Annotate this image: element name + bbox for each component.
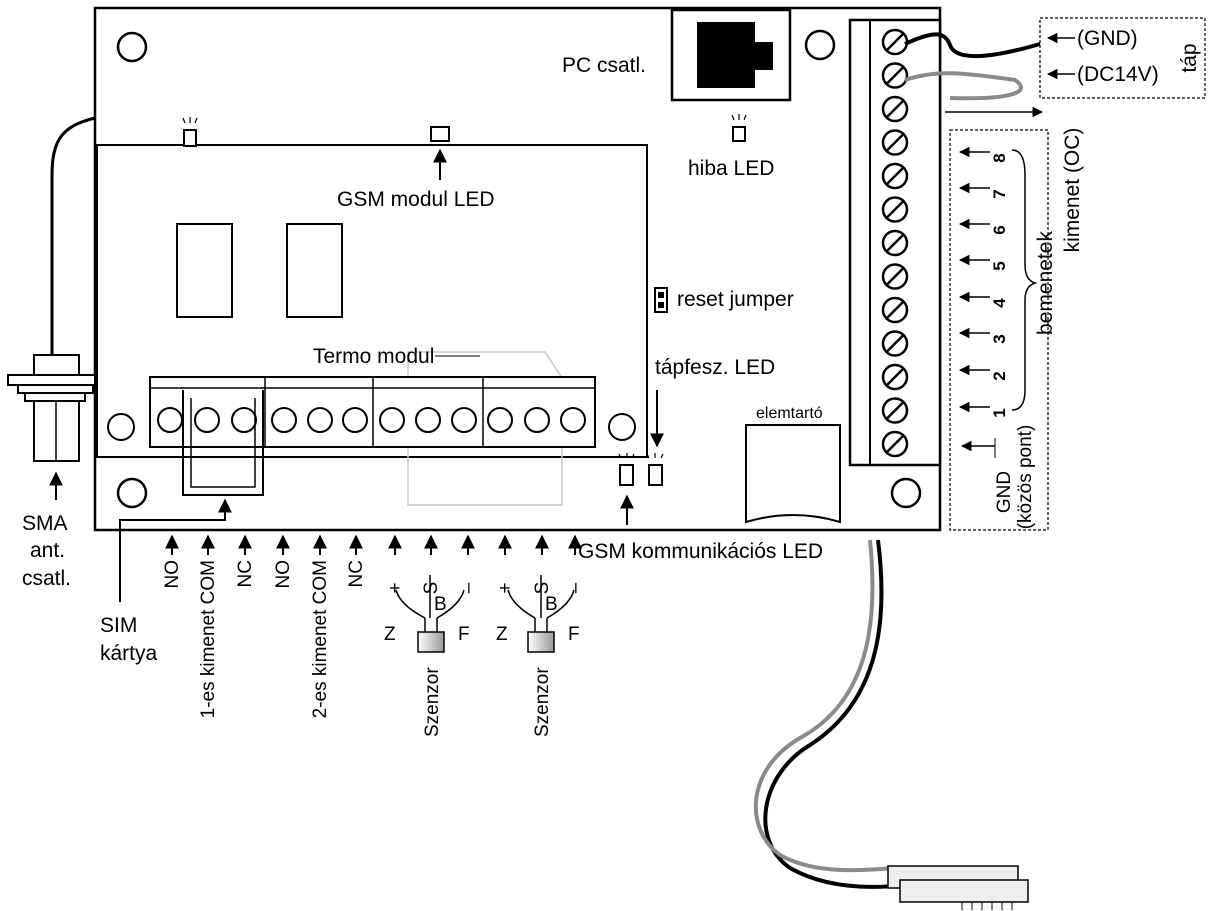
gnd-label: (GND) <box>1077 27 1138 50</box>
battery-holder <box>745 424 841 524</box>
sma-label-3: csatl. <box>22 567 71 590</box>
screw-terminal <box>881 229 909 257</box>
pin-label: – <box>565 582 586 593</box>
input-number: 7 <box>990 189 1009 198</box>
module-led <box>182 117 198 147</box>
screw-terminal <box>881 28 909 56</box>
gsm-comm-led <box>618 453 635 486</box>
screw-terminals <box>881 28 909 458</box>
sensor-2-b: B <box>545 594 558 615</box>
mounting-hole <box>608 413 636 441</box>
screw-terminal <box>881 363 909 391</box>
pin-label: – <box>458 582 479 593</box>
mounting-hole <box>804 29 836 61</box>
sma-connector <box>7 354 96 462</box>
module-component <box>286 223 343 318</box>
screw-terminal <box>881 162 909 190</box>
pc-connector-label: PC csatl. <box>562 54 646 77</box>
sensor-1 <box>395 575 465 653</box>
input-arrows: 8 7 6 5 4 3 2 1 <box>958 146 1009 418</box>
input-number: 3 <box>990 334 1009 343</box>
thermo-module-label: Termo modul <box>313 345 434 368</box>
pin-label: NC <box>235 560 256 587</box>
screw-terminal <box>881 296 909 324</box>
sensor-1-f: F <box>458 624 470 645</box>
supply-box <box>1039 17 1206 99</box>
pc-connector-socket <box>697 22 773 88</box>
mounting-hole <box>116 31 148 63</box>
sma-label-2: ant. <box>30 539 65 562</box>
screw-terminal <box>881 263 909 290</box>
mounting-hole <box>107 413 135 441</box>
module-component <box>176 223 233 318</box>
mounting-hole <box>116 477 148 509</box>
sensor-2-f: F <box>568 624 580 645</box>
sensor-2-z: Z <box>496 624 508 645</box>
input-number: 2 <box>990 371 1009 380</box>
power-plug <box>887 865 1029 910</box>
pin-label: + <box>495 582 516 593</box>
screw-terminal <box>881 430 909 458</box>
inputs-box <box>949 129 1049 531</box>
pin-label: 1-es kimenet COM <box>198 560 219 718</box>
input-number: 4 <box>990 298 1009 308</box>
power-cable-gray <box>753 539 894 873</box>
antenna-cable <box>50 116 96 355</box>
error-led-label: hiba LED <box>688 157 774 180</box>
dc14v-label: (DC14V) <box>1077 63 1159 86</box>
sim-label-2: kártya <box>100 642 158 665</box>
oc-output-label: kimenet (OC) <box>1061 128 1084 253</box>
gsm-comm-led-label: GSM kommunikációs LED <box>578 540 823 563</box>
inputs-brace <box>1011 149 1038 411</box>
input-number: 1 <box>990 408 1009 417</box>
sensor-1-b: B <box>434 594 447 615</box>
power-led-label: tápfesz. LED <box>655 356 775 379</box>
power-cable-black <box>763 539 906 889</box>
input-number: 5 <box>990 261 1009 270</box>
gsm-module-led <box>430 126 450 142</box>
sma-label-1: SMA <box>22 512 68 535</box>
mounting-hole <box>890 477 922 509</box>
dc14v-wire <box>904 71 1023 101</box>
pin-label: S <box>421 582 442 595</box>
sensor-1-z: Z <box>384 624 396 645</box>
pin-label: S <box>532 582 553 595</box>
sim-leader <box>119 498 232 602</box>
pin-label: NC <box>346 560 367 587</box>
input-number: 8 <box>990 153 1009 162</box>
pin-label: NO <box>273 560 294 589</box>
gnd-common-label-2: (közös pont) <box>1015 425 1036 530</box>
input-number: 6 <box>990 225 1009 234</box>
terminal-block <box>149 376 596 448</box>
pin-label: NO <box>162 560 183 589</box>
supply-label: táp <box>1178 43 1201 72</box>
inputs-label: bemenetek <box>1034 231 1057 335</box>
sensor-2 <box>507 575 575 653</box>
reset-jumper-label: reset jumper <box>677 288 794 311</box>
pin-label: 2-es kimenet COM <box>310 560 331 718</box>
sim-label-1: SIM <box>100 614 137 637</box>
gnd-common-label-1: GND <box>994 471 1015 513</box>
battery-holder-label: elemtartó <box>756 405 823 422</box>
error-led <box>731 114 747 142</box>
screw-terminal <box>881 196 909 223</box>
screw-terminal <box>881 62 909 89</box>
sensor-1-label: Szenzor <box>422 667 443 737</box>
screw-terminal <box>881 129 909 156</box>
power-led <box>646 453 664 486</box>
gsm-module-led-label: GSM modul LED <box>337 188 495 211</box>
screw-terminal <box>881 95 909 123</box>
sim-holder-inner <box>190 398 256 488</box>
screw-terminal <box>881 330 909 357</box>
pin-label: + <box>385 582 406 593</box>
gnd-wire <box>904 32 1041 59</box>
bottom-pin-labels: NO 1-es kimenet COM NC NO 2-es kimenet COM NC… <box>162 534 586 718</box>
reset-jumper <box>654 287 668 313</box>
screw-terminal <box>881 397 909 424</box>
sensor-2-label: Szenzor <box>532 667 553 737</box>
sim-holder <box>182 390 264 496</box>
